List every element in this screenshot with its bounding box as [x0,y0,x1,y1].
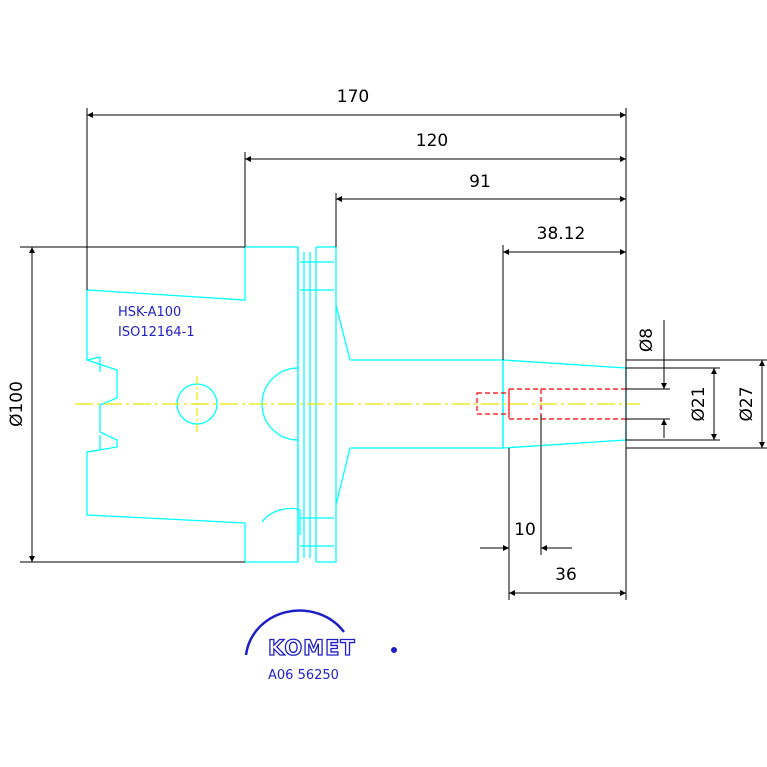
dim-label-27: Ø27 [737,386,757,421]
centerline [75,376,640,432]
flange-hook [261,507,301,535]
logo-text: KOMET [268,636,356,660]
logo-dot-icon [391,647,397,653]
standard-label: ISO12164-1 [118,325,195,340]
neck-lower [335,447,351,506]
dim-label-21: Ø21 [689,386,709,421]
groove-1 [297,247,317,562]
dim-label-170: 170 [337,87,369,107]
bore-outline [508,388,626,420]
dim-label-91: 91 [469,172,491,192]
shank-notch-bottom [86,435,101,453]
komet-logo: KOMET [244,609,397,661]
dim-label-8: Ø8 [637,328,657,352]
interface-label: HSK-A100 [118,305,181,320]
part-number: A06 56250 [268,668,339,683]
hidden-bore [476,388,626,420]
dimension-lines [20,108,767,600]
dim-label-120: 120 [416,131,448,151]
hsk-shank [86,247,246,562]
dim-label-100: Ø100 [7,381,27,427]
logo-arc-icon [244,609,345,656]
neck-upper [335,304,351,361]
dim-label-36: 36 [555,565,577,585]
dim-label-10: 10 [514,520,536,540]
groove-detail-top [300,261,334,291]
dim-label-38: 38.12 [537,224,586,244]
shank-notch-top [86,356,101,372]
bore-cavity [476,392,510,415]
groove-detail-bottom [300,517,334,547]
